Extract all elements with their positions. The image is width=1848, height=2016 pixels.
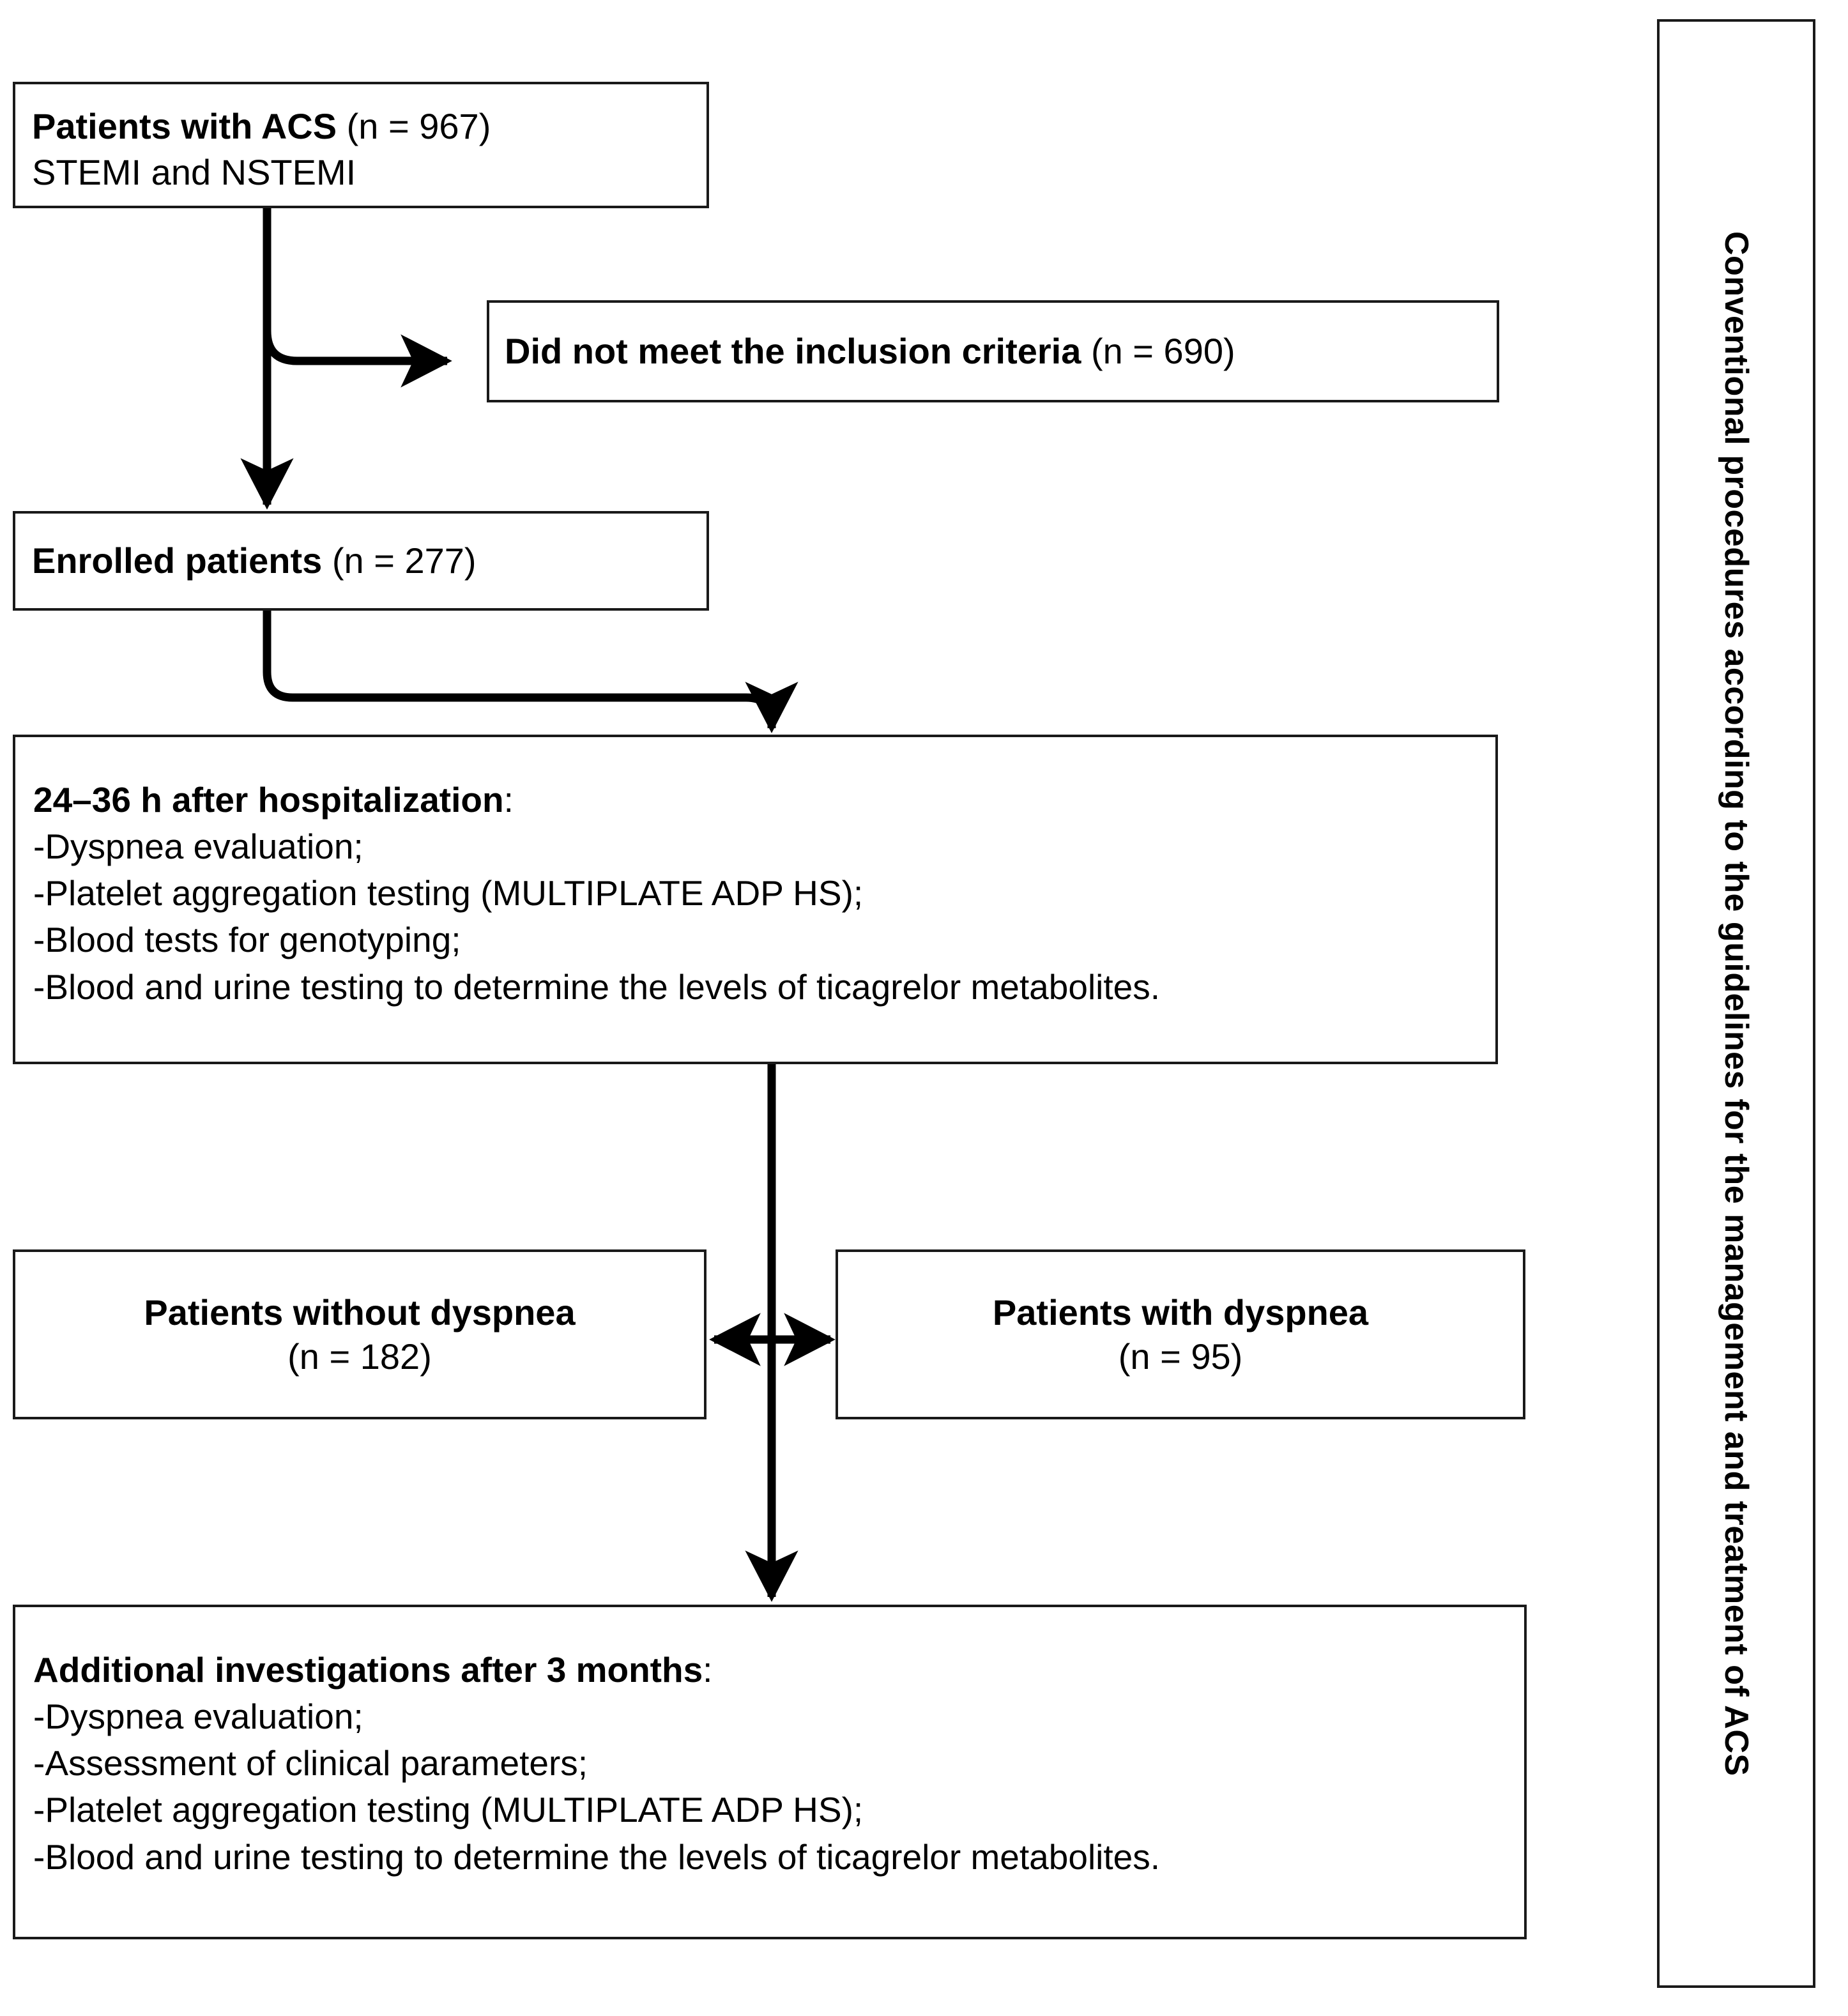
node-excluded-title: Did not meet the inclusion criteria [505, 331, 1081, 372]
node-patients-with-acs: Patients with ACS (n = 967) STEMI and NS… [13, 82, 709, 208]
node-acs-title-line: Patients with ACS (n = 967) [32, 103, 690, 149]
node-addit-heading-line: Additional investigations after 3 months… [33, 1647, 1506, 1693]
connector-acs-to-excluded [263, 208, 452, 388]
node-enrolled-title: Enrolled patients [32, 540, 323, 581]
node-patients-with-dyspnea: Patients with dyspnea (n = 95) [836, 1249, 1525, 1419]
node-addit-title: Additional investigations after 3 months [33, 1650, 703, 1690]
node-dysp-count: (n = 95) [1118, 1336, 1243, 1377]
node-hosp-title: 24–36 h after hospitalization [33, 780, 504, 820]
node-hospitalization-assessments: 24–36 h after hospitalization: -Dyspnea … [13, 735, 1498, 1064]
node-hosp-item: -Dyspnea evaluation; [33, 827, 363, 867]
node-acs-subtitle: STEMI and NSTEMI [32, 151, 356, 192]
node-patients-without-dyspnea: Patients without dyspnea (n = 182) [13, 1249, 706, 1419]
node-enrolled-patients: Enrolled patients (n = 277) [13, 511, 709, 611]
node-enrolled-line: Enrolled patients (n = 277) [32, 539, 477, 582]
sidebar-label: Conventional procedures according to the… [1718, 231, 1755, 1776]
node-addit-item: -Blood and urine testing to determine th… [33, 1837, 1161, 1877]
connector-enrolled-to-hospitalization [263, 611, 798, 733]
node-did-not-meet-inclusion-criteria: Did not meet the inclusion criteria (n =… [487, 300, 1499, 402]
node-hosp-item: -Blood and urine testing to determine th… [33, 966, 1161, 1007]
sidebar-conventional-procedures: Conventional procedures according to the… [1657, 19, 1815, 1988]
node-excluded-line: Did not meet the inclusion criteria (n =… [505, 330, 1235, 372]
node-addit-colon: : [703, 1650, 713, 1690]
node-dysp-title: Patients with dyspnea [992, 1292, 1369, 1333]
node-acs-title: Patients with ACS [32, 106, 337, 146]
node-hosp-heading-line: 24–36 h after hospitalization: [33, 777, 1478, 823]
node-nodysp-title: Patients without dyspnea [144, 1292, 576, 1333]
node-addit-item: -Platelet aggregation testing (MULTIPLAT… [33, 1790, 864, 1830]
node-acs-count: (n = 967) [346, 106, 491, 146]
node-hosp-item: -Blood tests for genotyping; [33, 920, 461, 960]
node-addit-item: -Assessment of clinical parameters; [33, 1743, 588, 1783]
node-excluded-count: (n = 690) [1090, 331, 1235, 372]
node-enrolled-count: (n = 277) [332, 540, 477, 581]
node-nodysp-count: (n = 182) [287, 1336, 432, 1377]
node-additional-investigations: Additional investigations after 3 months… [13, 1605, 1527, 1939]
node-hosp-colon: : [503, 780, 514, 820]
node-hosp-item: -Platelet aggregation testing (MULTIPLAT… [33, 873, 864, 913]
node-addit-item: -Dyspnea evaluation; [33, 1697, 363, 1737]
